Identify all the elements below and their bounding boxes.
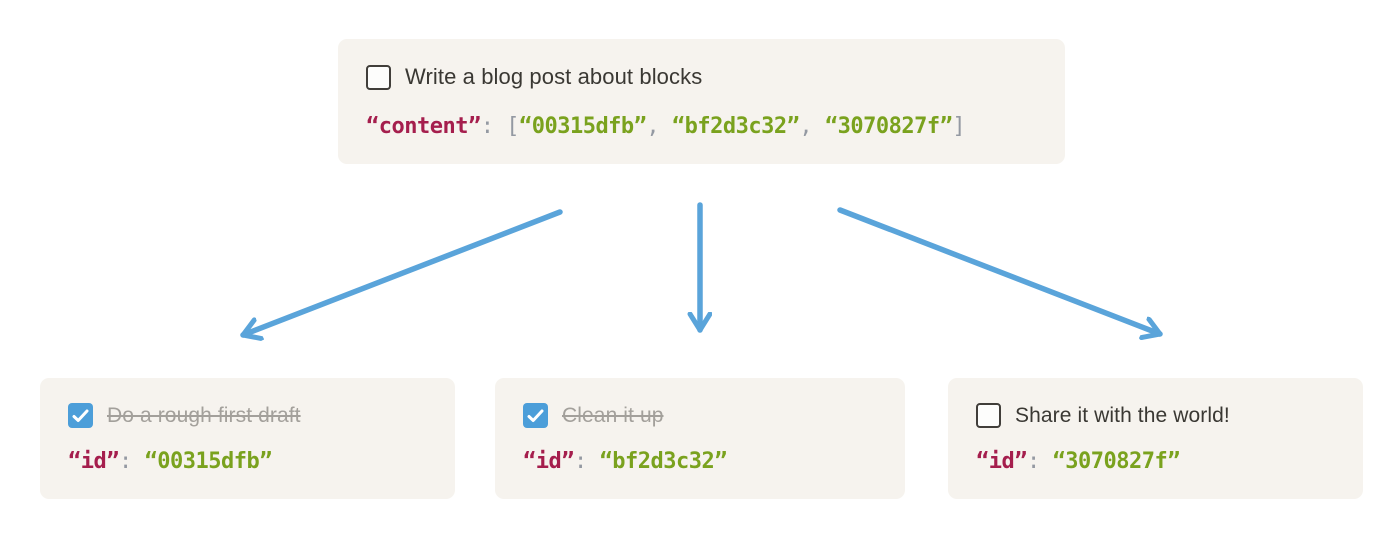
todo-row: Write a blog post about blocks [366,64,1037,90]
code-key: “content” [366,114,481,139]
code-bracket-open: [ [506,114,519,139]
child-block-card-3: Share it with the world! “id”: “3070827f… [948,378,1363,499]
code-id-property: “id”: “3070827f” [976,449,1335,474]
todo-label: Share it with the world! [1015,403,1230,427]
checkbox-checked-icon[interactable] [523,403,548,428]
code-block-id: “00315dfb” [144,449,272,474]
code-block-id-3: “3070827f” [824,114,953,139]
child-block-card-2: Clean it up “id”: “bf2d3c32” [495,378,905,499]
code-colon: : [1026,449,1053,474]
todo-label: Do a rough first draft [107,403,301,427]
code-id-property: “id”: “00315dfb” [68,449,427,474]
checkmark-icon [72,409,89,422]
code-content-property: “content”: [“00315dfb”, “bf2d3c32”, “307… [366,114,1037,139]
todo-row: Do a rough first draft [68,403,427,428]
parent-block-card: Write a blog post about blocks “content”… [338,39,1065,164]
checkbox-checked-icon[interactable] [68,403,93,428]
code-key: “id” [523,449,574,474]
todo-label: Write a blog post about blocks [405,64,703,89]
code-block-id: “3070827f” [1052,449,1180,474]
code-bracket-close: ] [952,114,966,139]
code-comma-1: , [646,114,672,139]
checkbox-unchecked-icon[interactable] [366,64,391,90]
arrow-to-child-3 [837,207,1163,334]
code-block-id-1: “00315dfb” [518,114,647,139]
arrow-to-child-1 [240,209,563,335]
code-colon: : [118,449,145,474]
code-colon: : [480,114,507,139]
code-key: “id” [976,449,1027,474]
code-comma-2: , [799,114,825,139]
checkmark-icon [527,409,544,422]
todo-row: Clean it up [523,403,877,428]
code-key: “id” [68,449,119,474]
code-block-id-2: “bf2d3c32” [671,114,800,139]
checkbox-unchecked-icon[interactable] [976,403,1001,428]
code-block-id: “bf2d3c32” [599,449,727,474]
child-block-card-1: Do a rough first draft “id”: “00315dfb” [40,378,455,499]
code-colon: : [573,449,600,474]
todo-label: Clean it up [562,403,664,427]
code-id-property: “id”: “bf2d3c32” [523,449,877,474]
todo-row: Share it with the world! [976,403,1335,428]
